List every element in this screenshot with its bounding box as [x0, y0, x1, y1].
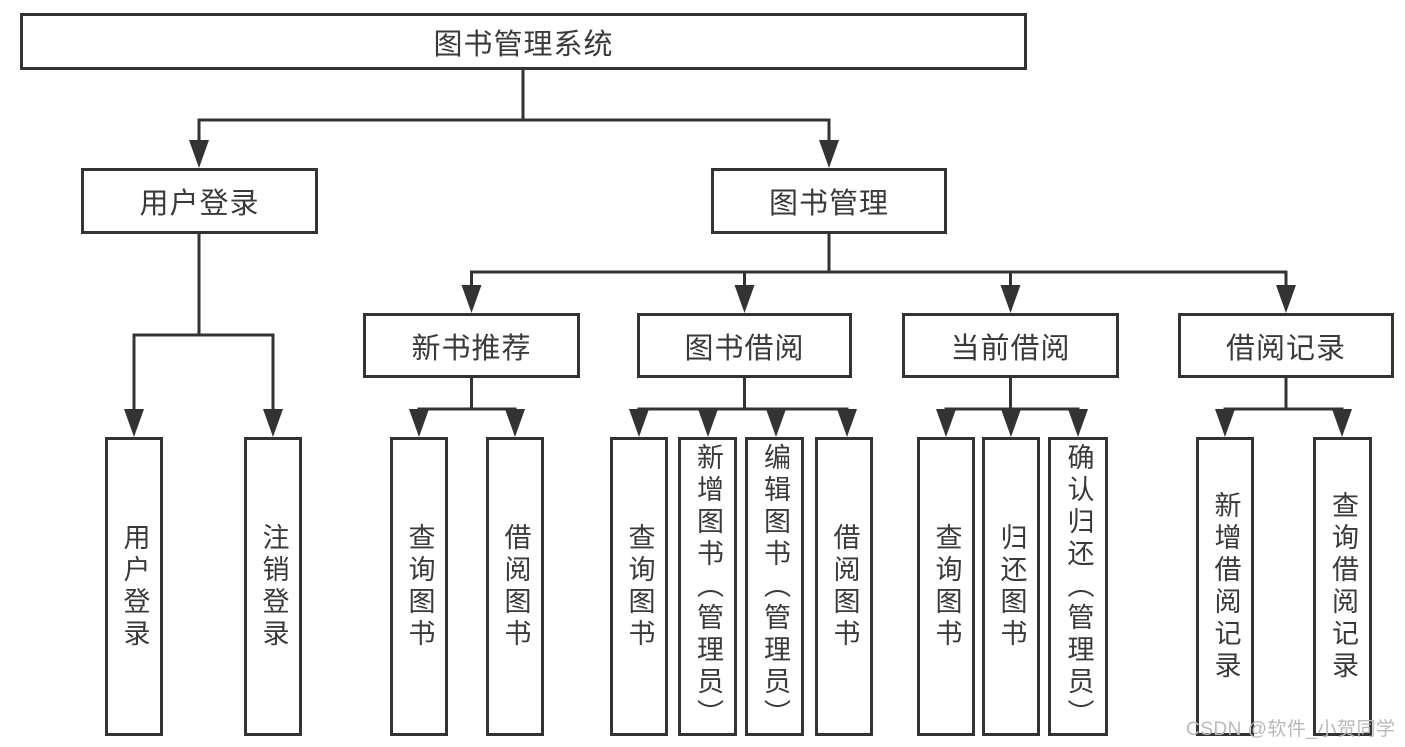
node-leaf-edit-book-admin: 编辑图书（管理员）: [745, 437, 804, 736]
node-user-login: 用户登录: [81, 168, 318, 234]
node-leaf-query-books-2: 查询图书: [610, 437, 668, 736]
arrowhead: [629, 409, 649, 437]
csdn-watermark: CSDN @软件_小贺同学: [1186, 719, 1396, 740]
node-label: 查询图书: [404, 522, 435, 651]
node-leaf-borrow-books-1: 借阅图书: [486, 437, 544, 736]
node-leaf-user-login: 用户登录: [105, 437, 163, 736]
node-leaf-add-book-admin: 新增图书（管理员）: [678, 437, 737, 736]
node-label: 编辑图书（管理员）: [760, 442, 790, 731]
arrowhead: [124, 409, 144, 437]
node-label: 用户登录: [119, 522, 150, 651]
arrowhead: [698, 409, 718, 437]
arrowhead: [936, 409, 956, 437]
node-leaf-query-books-3: 查询图书: [917, 437, 975, 736]
arrowhead: [1068, 409, 1088, 437]
node-current-borrowing: 当前借阅: [902, 313, 1119, 378]
node-borrowing-records: 借阅记录: [1178, 313, 1394, 378]
arrowheads: [124, 140, 1352, 437]
node-leaf-query-books-1: 查询图书: [390, 437, 448, 736]
node-leaf-query-borrow-record: 查询借阅记录: [1313, 437, 1372, 736]
node-label: 查询借阅记录: [1328, 490, 1358, 683]
node-leaf-return-books: 归还图书: [982, 437, 1040, 736]
node-leaf-confirm-return-admin: 确认归还（管理员）: [1048, 437, 1108, 736]
arrowhead: [837, 409, 857, 437]
node-leaf-add-borrow-record: 新增借阅记录: [1196, 437, 1254, 736]
node-label: 归还图书: [996, 522, 1027, 651]
arrowhead: [189, 140, 209, 168]
arrowhead: [263, 409, 283, 437]
node-label: 确认归还（管理员）: [1063, 442, 1094, 731]
arrowhead: [734, 285, 755, 313]
arrowhead: [1332, 409, 1352, 437]
node-label: 查询图书: [624, 522, 655, 651]
node-label: 注销登录: [258, 522, 289, 651]
node-label: 新增图书（管理员）: [693, 442, 723, 731]
node-label: 新增借阅记录: [1210, 490, 1241, 683]
node-label: 借阅图书: [500, 522, 531, 651]
node-library-management-system: 图书管理系统: [20, 13, 1027, 70]
arrowhead: [1001, 409, 1021, 437]
node-new-book-recommend: 新书推荐: [363, 313, 580, 378]
arrowhead: [819, 140, 839, 168]
node-label: 查询图书: [931, 522, 962, 651]
node-leaf-borrow-books-2: 借阅图书: [815, 437, 873, 736]
arrowhead: [1000, 285, 1021, 313]
arrowhead: [409, 409, 429, 437]
arrowhead: [1215, 409, 1235, 437]
arrowhead: [505, 409, 525, 437]
node-leaf-logout: 注销登录: [244, 437, 302, 736]
arrowhead: [461, 285, 482, 313]
connector-lines: [132, 70, 1344, 412]
node-book-management: 图书管理: [711, 168, 947, 234]
node-book-borrowing: 图书借阅: [637, 313, 852, 378]
arrowhead: [766, 409, 786, 437]
node-label: 借阅图书: [829, 522, 860, 651]
arrowhead: [1276, 285, 1296, 313]
